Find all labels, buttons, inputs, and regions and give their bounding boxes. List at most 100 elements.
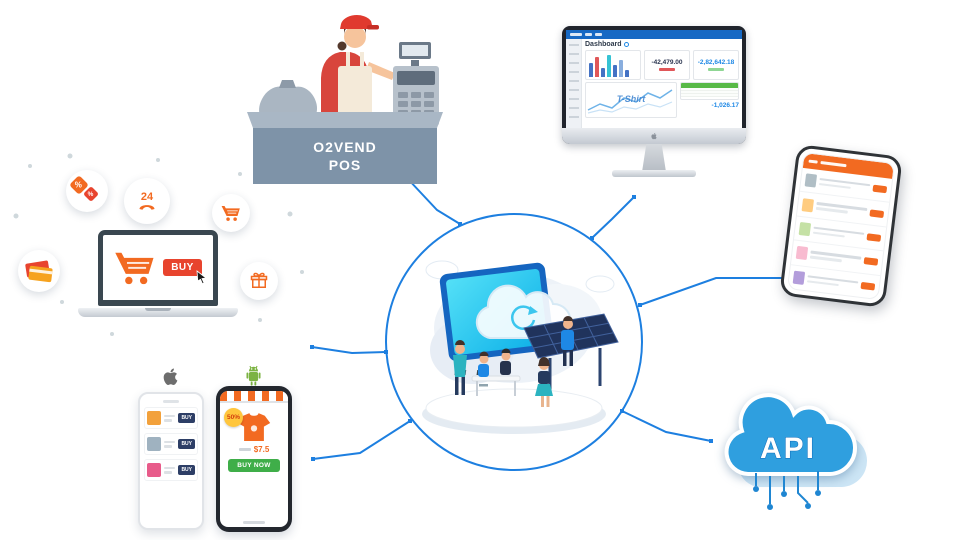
buy-chip: BUY [178, 413, 195, 423]
mobile-product-list-phone [779, 144, 903, 308]
gift-bubble [240, 262, 278, 300]
dashboard-mini-table [680, 82, 739, 100]
laptop-screen: BUY [98, 230, 218, 306]
pos-label-line1: O2VEND [313, 139, 377, 155]
person-standing-woman [535, 357, 553, 407]
dashboard-metric-3: -1,026.17 [711, 102, 739, 109]
app-product-row: BUY [144, 407, 198, 429]
dashboard-sidebar [566, 39, 582, 128]
phone-speaker [163, 400, 179, 403]
product-image [147, 463, 161, 477]
monitor-chin [562, 128, 746, 144]
pos-label-line2: POS [329, 157, 362, 173]
dashboard-line-chart: T-Shirt [585, 82, 677, 118]
card-icon [28, 265, 53, 283]
dashboard-topbar [566, 30, 742, 39]
product-image [798, 222, 812, 237]
person-seated-2 [500, 348, 511, 375]
dashboard-metric-card-1: -42,479.00 [644, 50, 690, 80]
monitor-base [612, 170, 696, 177]
payment-cards-bubble [18, 250, 60, 292]
old-price-strike [238, 448, 251, 451]
row-buy-button [866, 233, 882, 242]
dashboard-metric-1: -42,479.00 [651, 59, 683, 66]
metric-delta-1 [659, 68, 675, 71]
dashboard-metric-card-2: -2,82,642.18 [693, 50, 739, 80]
person-standing-right [561, 316, 574, 366]
cart-icon [114, 249, 156, 286]
api-cloud: API [724, 393, 868, 510]
person-standing-left [453, 340, 467, 395]
cash-register [393, 42, 439, 126]
discount-bubble: % % [66, 170, 108, 212]
phone-screen [786, 151, 896, 301]
dashboard-title: Dashboard [585, 41, 622, 48]
circuit-nodes [753, 486, 821, 510]
laptop-base [78, 308, 238, 317]
dashboard-main: Dashboard [582, 39, 742, 128]
product-image [792, 270, 806, 285]
cart-icon [221, 204, 241, 222]
cart-bubble [212, 194, 250, 232]
gift-icon [249, 271, 269, 291]
android-icon [242, 364, 265, 388]
dashboard-bar-chart [585, 50, 641, 80]
webstore-laptop: BUY [78, 230, 238, 320]
store-awning [220, 391, 288, 403]
product-image [795, 246, 809, 261]
dashboard-title-row: Dashboard [585, 41, 739, 48]
row-buy-button [872, 184, 888, 194]
price-row: $7.5 [238, 445, 270, 454]
dashboard-screen: Dashboard [566, 30, 742, 128]
store-screen: 50% $7.5 BUY NOW [220, 391, 288, 527]
connector-mobile-list [639, 277, 787, 306]
row-buy-button [869, 209, 885, 218]
phone-support-icon [139, 205, 155, 210]
phone-frame [779, 144, 903, 308]
mobile-apps-group: BUY BUY BUY 50% $7.5 BUY NOW [130, 362, 302, 536]
tshirt-product-image [237, 413, 271, 441]
red-cap [340, 14, 373, 29]
cursor-icon [196, 270, 207, 284]
app-product-row: BUY [144, 433, 198, 455]
buy-now-button: BUY NOW [228, 459, 280, 472]
app-product-row: BUY [144, 459, 198, 481]
discount-tag-icon: % [83, 186, 99, 202]
pos-illustration: O2VEND POS [247, 14, 443, 184]
dashboard-monitor: Dashboard [556, 26, 752, 186]
monitor-stand [642, 144, 666, 172]
product-price: $7.5 [253, 445, 270, 454]
support-hours: 24 [140, 191, 154, 203]
cashier-figure [321, 14, 395, 118]
apple-logo-icon [160, 366, 181, 387]
home-indicator [243, 521, 265, 524]
apron [338, 66, 372, 118]
person-seated-1 [478, 351, 489, 387]
product-image [147, 411, 161, 425]
android-store-phone: 50% $7.5 BUY NOW [216, 386, 292, 532]
line-chart-plot [587, 89, 673, 114]
row-buy-button [860, 281, 876, 291]
apple-logo-icon [650, 132, 658, 140]
refresh-icon [623, 42, 629, 47]
product-image [804, 173, 818, 188]
cloud-body [724, 393, 857, 476]
circuit-traces [755, 471, 819, 504]
metric-delta-2 [708, 68, 724, 71]
dashboard-watermark: T-Shirt [616, 94, 646, 104]
ios-app-phone: BUY BUY BUY [138, 392, 204, 530]
monitor-frame: Dashboard [562, 26, 746, 144]
product-image [801, 197, 815, 213]
api-label: API [760, 432, 816, 465]
support-24h-bubble: 24 [124, 178, 170, 224]
dashboard-metric-2: -2,82,642.18 [697, 59, 735, 66]
buy-chip: BUY [178, 439, 195, 449]
product-image [147, 437, 161, 451]
webstore-cluster: % % 24 BUY [8, 152, 310, 354]
decorative-dots [13, 153, 304, 336]
buy-button: BUY [163, 259, 207, 284]
pos-counter: O2VEND POS [247, 112, 443, 184]
row-buy-button [863, 257, 879, 267]
discount-badge: 50% [224, 408, 243, 427]
